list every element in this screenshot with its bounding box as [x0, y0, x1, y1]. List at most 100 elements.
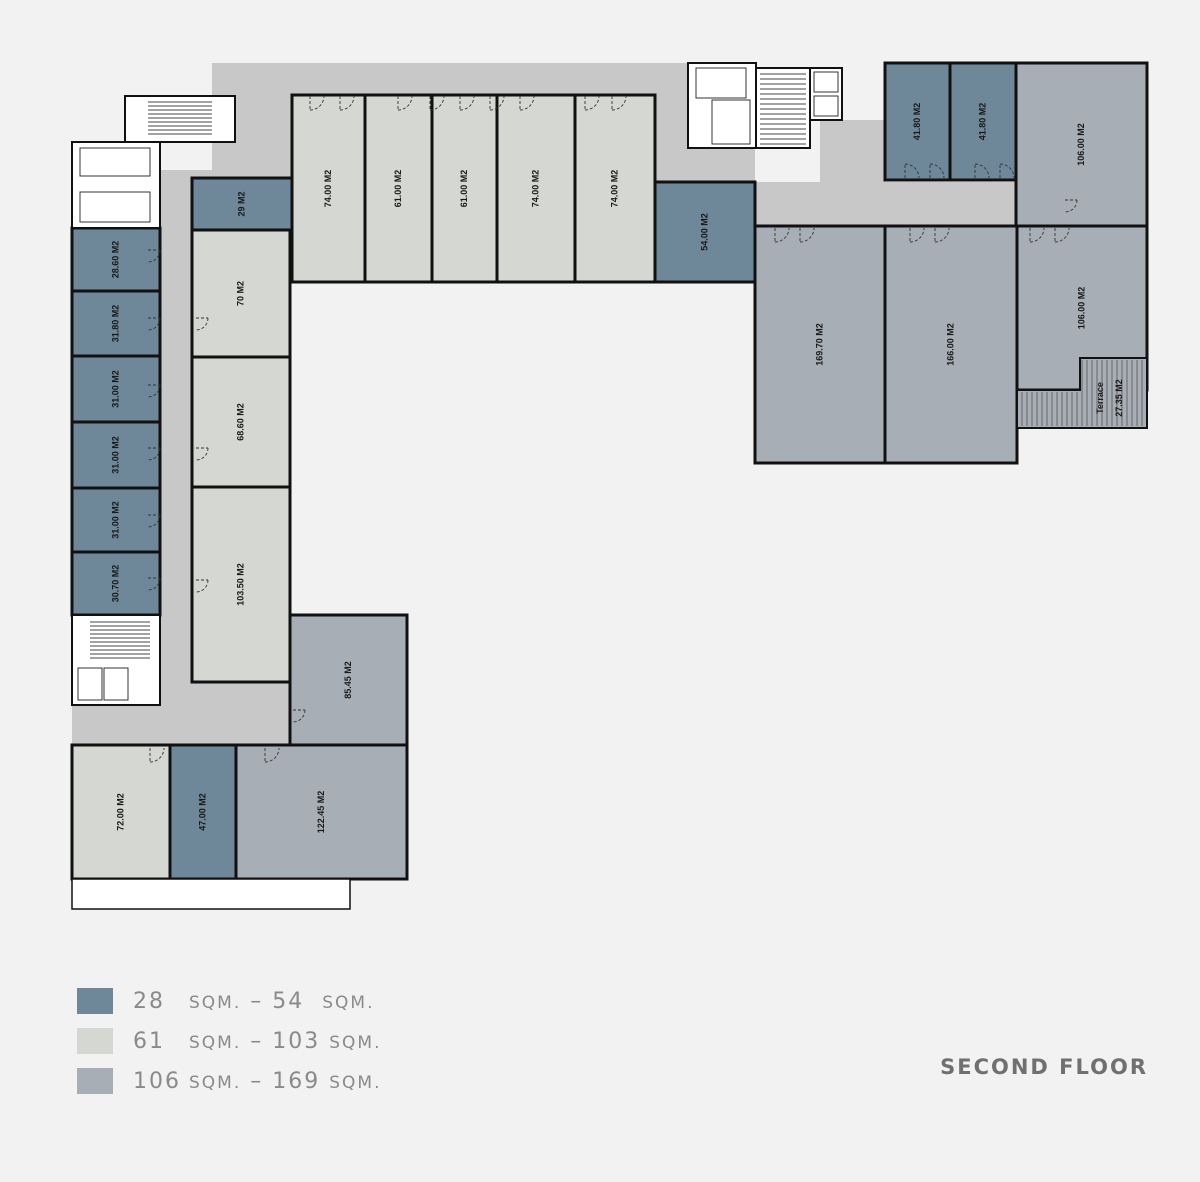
unit-area-label: 61.00 M2: [393, 170, 403, 208]
door-swing: [195, 447, 209, 461]
unit[interactable]: 31.00 M2: [70, 486, 162, 554]
door-swing: [1054, 227, 1070, 243]
service-cores: [71, 62, 843, 706]
unit[interactable]: 103.50 M2: [190, 485, 292, 684]
unit[interactable]: 74.00 M2: [290, 93, 367, 284]
unit[interactable]: 61.00 M2: [363, 93, 434, 284]
floor-plan: 74.00 M2 61.00 M2 61.00 M2 74.00 M2 74.00 M2…: [70, 61, 1149, 910]
unit[interactable]: 74.00 M2: [495, 93, 577, 284]
door-swing: [1064, 199, 1078, 213]
balcony-outline: [71, 878, 351, 910]
unit-room: [883, 224, 1019, 465]
unit-area-label: 74.00 M2: [609, 170, 619, 208]
unit-area-label: 28.60 M2: [110, 241, 120, 279]
unit-area-label: 85.45 M2: [343, 661, 353, 699]
lift-car: [813, 95, 839, 117]
unit-area-label: 169.70 M2: [814, 323, 824, 366]
corridor: [72, 63, 1058, 745]
unit[interactable]: 31.00 M2: [70, 354, 162, 424]
toilet-block-west: [71, 141, 161, 229]
unit-area-label: 166.00 M2: [945, 323, 955, 366]
unit[interactable]: 31.80 M2: [70, 289, 162, 358]
unit-area-label: 70 M2: [235, 281, 245, 306]
unit-room: [190, 355, 292, 489]
unit[interactable]: 166.00 M2: [883, 224, 1019, 465]
unit-room: [1014, 61, 1149, 228]
unit-room: [190, 485, 292, 684]
legend-swatch-small: [77, 988, 113, 1014]
door-swing: [309, 95, 325, 111]
lift-car: [103, 667, 129, 701]
door-swing: [195, 579, 209, 593]
terrace-area-label: 27.35 M2: [1114, 379, 1124, 417]
unit-room: [495, 93, 577, 284]
floor-title: SECOND FLOOR: [940, 1055, 1148, 1079]
unit-area-label: 54.00 M2: [699, 213, 709, 251]
door-swing: [489, 95, 505, 111]
unit[interactable]: 28.60 M2: [70, 226, 162, 293]
stair-core-east: [755, 67, 811, 149]
units: 74.00 M2 61.00 M2 61.00 M2 74.00 M2 74.00 M2…: [70, 61, 1149, 881]
door-swing: [934, 227, 950, 243]
unit[interactable]: 68.60 M2: [190, 355, 292, 489]
door-swing: [149, 747, 165, 763]
toilet-stall: [79, 147, 151, 177]
corridor-core-east: [820, 120, 885, 182]
unit-room: [190, 176, 294, 232]
unit-area-label: 41.80 M2: [912, 103, 922, 141]
unit[interactable]: 106.00 M2: [1014, 61, 1149, 228]
unit[interactable]: 29 M2: [190, 176, 294, 232]
door-swing: [974, 163, 990, 179]
unit-room: [430, 93, 499, 284]
terrace-hatch: [1021, 360, 1143, 426]
toilet-stall: [695, 67, 747, 99]
unit[interactable]: 122.45 M2: [234, 743, 409, 881]
door-swing: [147, 249, 161, 263]
door-swing: [292, 709, 306, 723]
unit[interactable]: 74.00 M2: [573, 93, 657, 284]
unit[interactable]: 70 M2: [190, 228, 292, 359]
terrace: Terrace 27.35 M2: [1016, 357, 1148, 429]
unit[interactable]: 169.70 M2: [753, 224, 887, 465]
door-swing: [147, 447, 161, 461]
door-swing: [1029, 227, 1045, 243]
unit-room: [948, 61, 1018, 182]
unit[interactable]: 72.00 M2: [70, 743, 172, 881]
door-swing: [519, 95, 535, 111]
door-swing: [904, 163, 920, 179]
unit-area-label: 47.00 M2: [197, 793, 207, 831]
unit-area-label: 31.80 M2: [110, 305, 120, 343]
stair-treads: [90, 73, 806, 659]
unit-room: [288, 613, 409, 747]
unit[interactable]: 47.00 M2: [168, 743, 238, 881]
unit-room: [70, 486, 162, 554]
unit[interactable]: 41.80 M2: [883, 61, 952, 182]
unit-room: [70, 743, 172, 881]
door-swing: [397, 95, 413, 111]
unit[interactable]: 41.80 M2: [948, 61, 1018, 182]
door-swing: [147, 317, 161, 331]
door-swing: [909, 227, 925, 243]
door-swing: [264, 747, 280, 763]
toilet-stall: [79, 191, 151, 223]
door-swing: [195, 317, 209, 331]
unit[interactable]: 54.00 M2: [653, 180, 757, 284]
unit-room: [753, 224, 887, 465]
unit-area-label: 61.00 M2: [459, 170, 469, 208]
unit-room: [573, 93, 657, 284]
unit[interactable]: 31.00 M2: [70, 420, 162, 490]
door-swing: [147, 384, 161, 398]
lift-core-east: [809, 67, 843, 121]
toilet-core-east: [687, 62, 757, 149]
unit[interactable]: 85.45 M2: [288, 613, 409, 747]
legend-swatch-large: [77, 1068, 113, 1094]
unit[interactable]: 30.70 M2: [70, 550, 162, 617]
unit[interactable]: 61.00 M2: [430, 93, 499, 284]
unit-area-label: 68.60 M2: [235, 403, 245, 441]
